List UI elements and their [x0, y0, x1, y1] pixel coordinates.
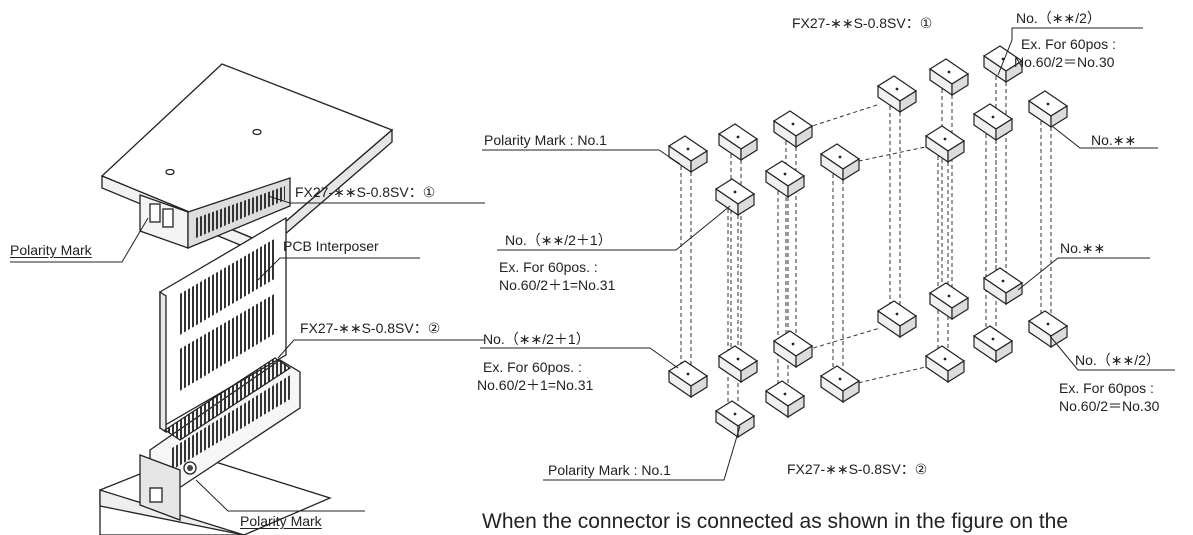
label-fx27-2-left: FX27-∗∗S-0.8SV：② [300, 320, 441, 336]
pin-chip-top [819, 143, 861, 182]
label-fx27-1-left: FX27-∗∗S-0.8SV：① [295, 184, 436, 200]
pin-chip-bottom [764, 380, 806, 419]
pin-chip-top [717, 123, 759, 162]
pin-chip-bottom [876, 300, 918, 339]
pin-chip-top [876, 75, 918, 114]
pin-chip-top [982, 45, 1024, 84]
label-no-last-bottom: No.∗∗ [1060, 240, 1106, 256]
upper-connector-board [100, 63, 394, 256]
label-top-half-ex2: No.60/2＝No.30 [1014, 54, 1115, 70]
pin-chip-bottom [924, 345, 966, 384]
pin-chip-top [928, 58, 970, 97]
label-mid-ex2-top: No.60/2＋1=No.31 [499, 277, 616, 293]
pin-chip-bottom [819, 365, 861, 404]
right-leaders [480, 27, 1175, 481]
label-mid-no-top: No.（∗∗/2＋1） [505, 232, 612, 248]
pin-chip-bottom [1027, 310, 1069, 349]
lower-connector-board [99, 357, 332, 535]
pin-chip-bottom [667, 360, 709, 399]
pin-chip-bottom [972, 325, 1014, 364]
label-mid-ex2-bottom: No.60/2＋1=No.31 [477, 377, 594, 393]
label-fx27-2-title: FX27-∗∗S-0.8SV：② [787, 461, 928, 477]
pin-chips [667, 45, 1069, 439]
label-no-last-top: No.∗∗ [1091, 132, 1137, 148]
label-bottom-half-no: No.（∗∗/2） [1075, 352, 1160, 368]
pin-chip-bottom [714, 400, 756, 439]
label-top-half-no: No.（∗∗/2） [1016, 10, 1101, 26]
caption-text: When the connector is connected as shown… [482, 510, 1069, 533]
label-polarity-no1-top: Polarity Mark : No.1 [484, 132, 607, 148]
pin-chip-top [667, 135, 709, 174]
pin-chip-bottom [982, 267, 1024, 306]
label-bottom-half-ex2: No.60/2＝No.30 [1059, 398, 1160, 414]
pcb-interposer-art [159, 216, 287, 434]
label-top-half-ex1: Ex. For 60pos : [1021, 36, 1116, 52]
pin-chip-top [972, 103, 1014, 142]
pin-chip-bottom [928, 282, 970, 321]
pin-chip-bottom [717, 345, 759, 384]
pin-chip-top [924, 125, 966, 164]
pin-chip-top [1027, 90, 1069, 129]
label-polarity-no1-bottom: Polarity Mark : No.1 [548, 462, 671, 478]
pin-chip-top [714, 178, 756, 217]
left-leaders [10, 195, 485, 512]
label-polarity-mark-bottom: Polarity Mark [240, 513, 322, 529]
label-polarity-mark-top: Polarity Mark [10, 242, 92, 258]
pin-chip-bottom [772, 330, 814, 369]
label-mid-ex1-top: Ex. For 60pos. : [499, 259, 598, 275]
pin-chip-top [764, 160, 806, 199]
label-fx27-1-title: FX27-∗∗S-0.8SV：① [792, 15, 933, 31]
label-pcb-interposer: PCB Interposer [283, 238, 379, 254]
pin-chip-top [772, 110, 814, 149]
label-mid-no-bottom: No.（∗∗/2＋1） [483, 331, 590, 347]
label-mid-ex1-bottom: Ex. For 60pos. : [483, 359, 582, 375]
label-bottom-half-ex1: Ex. For 60pos : [1059, 380, 1154, 396]
alignment-dash [799, 103, 881, 131]
